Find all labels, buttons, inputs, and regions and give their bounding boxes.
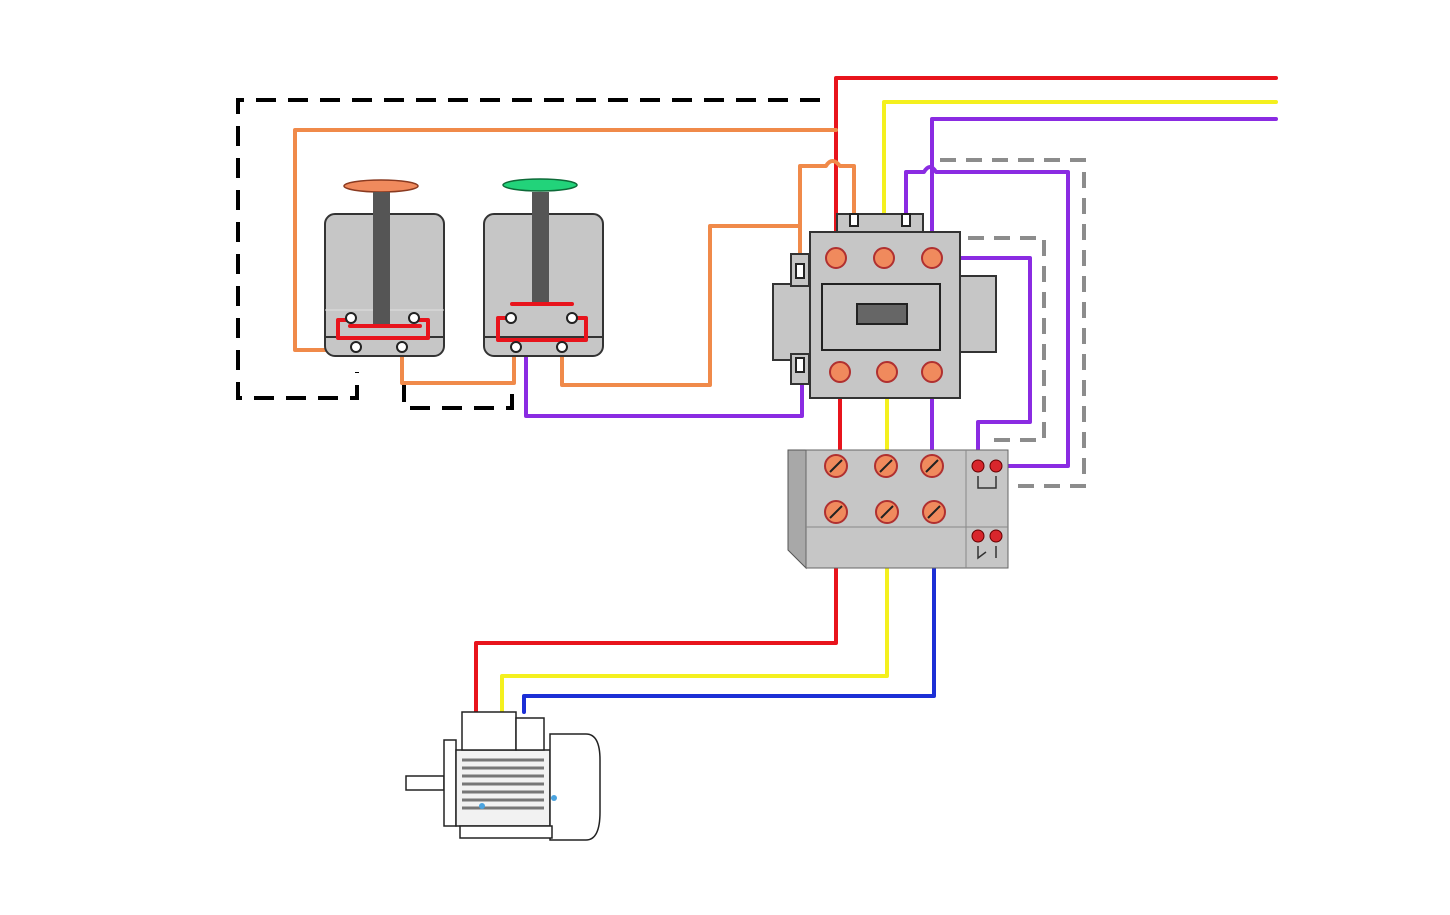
supply-line-purple: [930, 117, 1278, 260]
thermal-overload-relay: [787, 449, 1009, 570]
start-pushbutton: [483, 178, 604, 357]
stop-pushbutton: [324, 179, 445, 357]
start-button-cap: [502, 178, 578, 192]
supply-line-red: [834, 76, 1278, 260]
overload-to-motor-wiring: [474, 510, 936, 714]
three-phase-motor: [405, 711, 601, 841]
supply-line-yellow: [882, 100, 1278, 260]
start-button-stem: [532, 192, 549, 302]
stop-button-cap: [343, 179, 419, 193]
auxiliary-contact-dashed-link: [940, 158, 1086, 488]
stop-button-stem: [373, 192, 390, 326]
three-phase-supply: [834, 76, 1278, 260]
pushbutton-station-enclosure: [236, 98, 820, 410]
contactor: [772, 213, 997, 399]
